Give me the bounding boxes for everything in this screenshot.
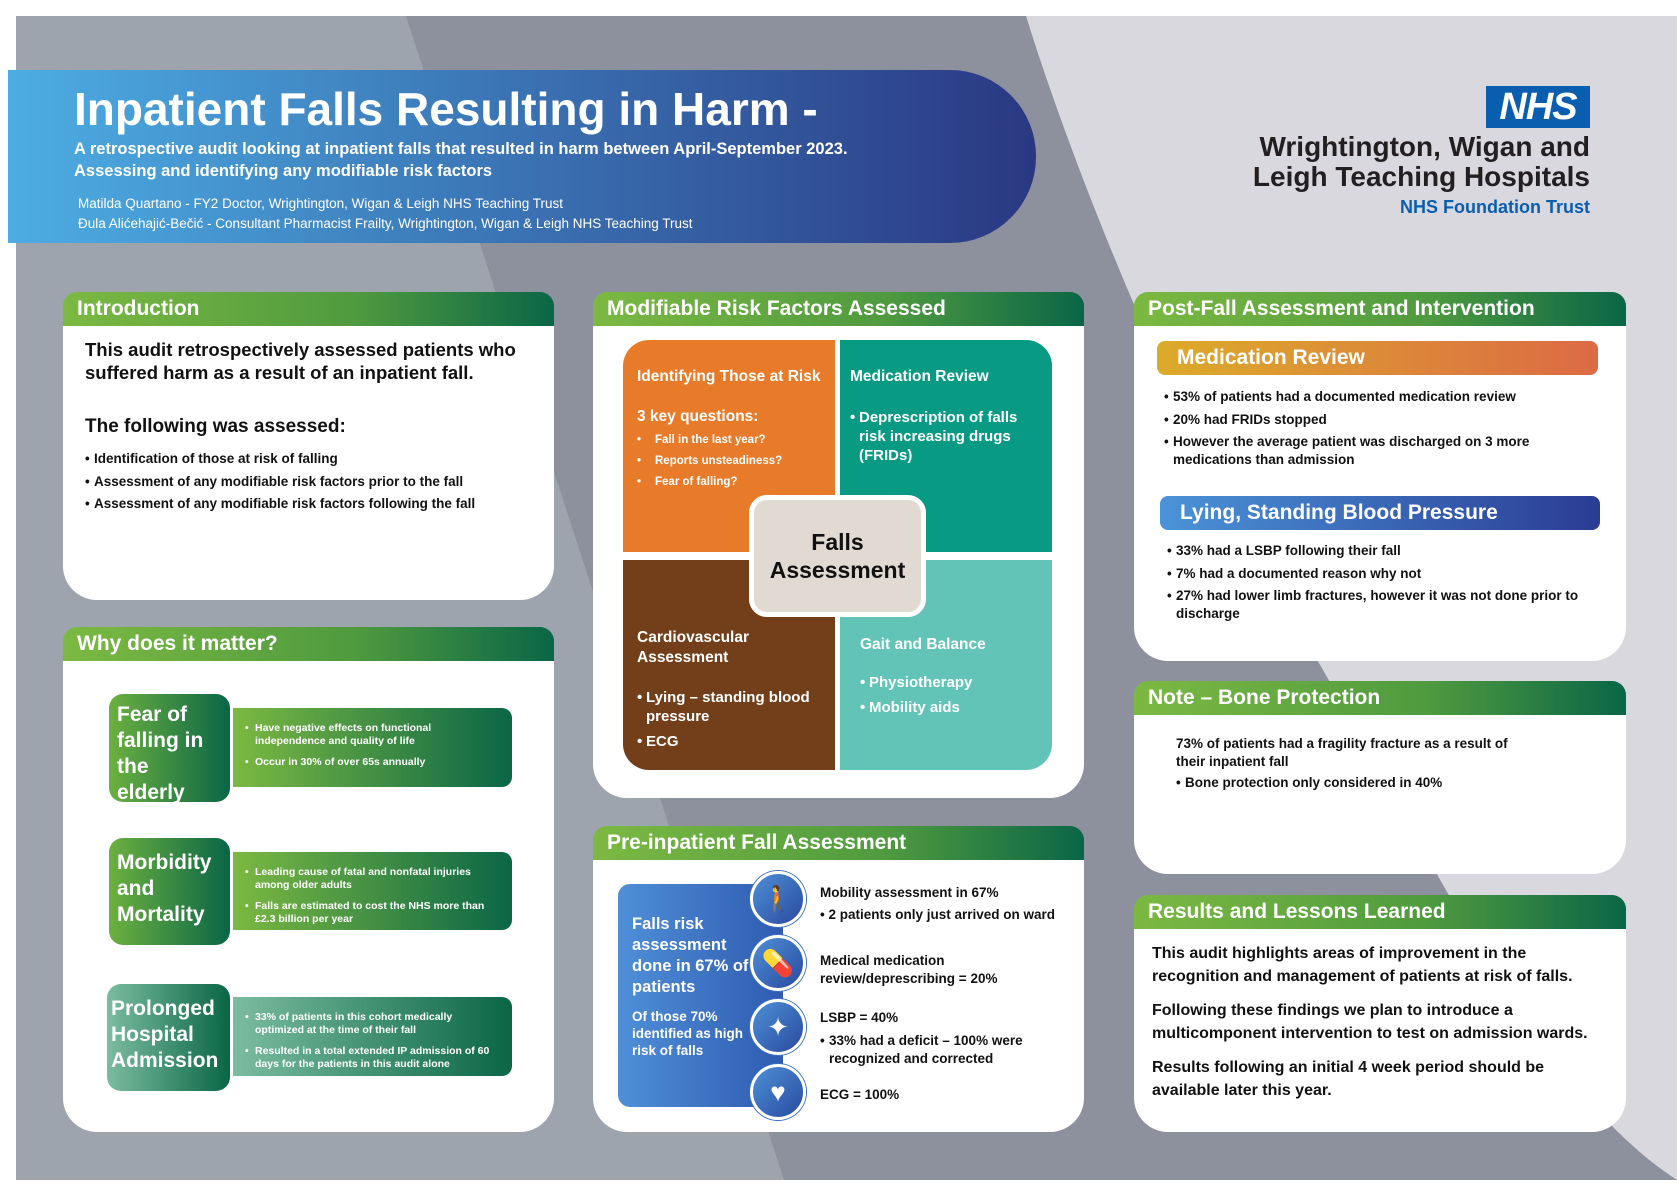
- list-item: Mobility aids: [860, 695, 1032, 720]
- medication-review-list: 53% of patients had a documented medicat…: [1164, 388, 1564, 468]
- list-item: ECG: [637, 732, 821, 751]
- medication-review-heading: Medication Review: [1157, 341, 1598, 375]
- assessed-list: Identification of those at risk of falli…: [85, 448, 475, 516]
- list-item: Lying – standing blood pressure: [637, 688, 821, 726]
- list-item: 33% had a LSBP following their fall: [1167, 542, 1587, 560]
- results-paragraph: Following these findings we plan to intr…: [1152, 1002, 1588, 1042]
- falls-risk-main: Falls risk assessment done in 67% of pat…: [632, 915, 749, 996]
- list-item: Assessment of any modifiable risk factor…: [85, 471, 475, 494]
- poster-title: Inpatient Falls Resulting in Harm -: [74, 83, 818, 135]
- medicine-bottle-icon: 💊: [750, 935, 806, 991]
- section-heading: Why does it matter?: [63, 627, 554, 661]
- pre-row: Medical medication review/deprescribing …: [820, 953, 998, 986]
- list-item: Leading cause of fatal and nonfatal inju…: [245, 866, 500, 892]
- list-item: Identification of those at risk of falli…: [85, 448, 475, 471]
- section-heading: Introduction: [63, 292, 554, 326]
- row-bullet: 33% had a deficit – 100% were recognized…: [820, 1032, 1080, 1068]
- quadrant-title: Identifying Those at Risk: [637, 368, 821, 385]
- list-item: 53% of patients had a documented medicat…: [1164, 388, 1564, 406]
- list-item: Deprescription of falls risk increasing …: [850, 408, 1042, 465]
- list-item: 33% of patients in this cohort medically…: [245, 1011, 500, 1037]
- bone-text: 73% of patients had a fragility fracture…: [1176, 736, 1508, 769]
- poster-subtitle: A retrospective audit looking at inpatie…: [74, 138, 848, 182]
- row-head: Mobility assessment in 67%: [820, 885, 999, 900]
- list-item: 7% had a documented reason why not: [1167, 565, 1587, 583]
- row-head: LSBP = 40%: [820, 1010, 899, 1025]
- row-bullet-text: 2 patients only just arrived on ward: [828, 907, 1056, 922]
- falls-assessment-center: Falls Assessment: [749, 495, 926, 617]
- section-heading: Pre-inpatient Fall Assessment: [593, 826, 1084, 860]
- list-item: 27% had lower limb fractures, however it…: [1167, 587, 1587, 622]
- section-heading: Results and Lessons Learned: [1134, 895, 1626, 929]
- list-item: Fall in the last year?: [637, 430, 821, 451]
- trust-line: Wrightington, Wigan and: [1259, 131, 1590, 162]
- list-item: Falls are estimated to cost the NHS more…: [245, 900, 500, 926]
- quadrant-title: Cardiovascular Assessment: [637, 629, 749, 666]
- list-item: Reports unsteadiness?: [637, 451, 821, 472]
- post-fall-panel: Post-Fall Assessment and Intervention Me…: [1134, 292, 1626, 661]
- list-item: Occur in 30% of over 65s annually: [245, 756, 500, 769]
- why-card-label: Prolonged Hospital Admission: [107, 984, 230, 1091]
- author: Matilda Quartano - FY2 Doctor, Wrighting…: [78, 196, 563, 211]
- author: Đula Alićehajić-Bečić - Consultant Pharm…: [78, 216, 693, 231]
- list-item: Bone protection only considered in 40%: [1176, 775, 1442, 790]
- results-panel: Results and Lessons Learned This audit h…: [1134, 895, 1626, 1132]
- list-item: 20% had FRIDs stopped: [1164, 411, 1564, 429]
- bone-list: Bone protection only considered in 40%: [1176, 775, 1442, 790]
- quadrant-title: Gait and Balance: [860, 636, 986, 653]
- section-heading: Note – Bone Protection: [1134, 681, 1626, 715]
- quadrant-subtitle: 3 key questions:: [637, 408, 759, 425]
- list-item: Physiotherapy: [860, 670, 1032, 695]
- subtitle-line: A retrospective audit looking at inpatie…: [74, 140, 848, 158]
- results-paragraph: This audit highlights areas of improveme…: [1152, 945, 1573, 985]
- results-paragraph: Results following an initial 4 week peri…: [1152, 1059, 1545, 1099]
- row-bullet: • 2 patients only just arrived on ward: [820, 907, 1056, 922]
- list-item: Assessment of any modifiable risk factor…: [85, 493, 475, 516]
- intro-lead: This audit retrospectively assessed pati…: [85, 339, 516, 383]
- authors: Matilda Quartano - FY2 Doctor, Wrighting…: [78, 194, 693, 234]
- lsbp-heading: Lying, Standing Blood Pressure: [1160, 496, 1600, 530]
- walking-person-icon: 🚶: [750, 871, 806, 927]
- quadrant-title: Medication Review: [850, 368, 989, 385]
- dizziness-stars-icon: ✦: [750, 999, 806, 1055]
- list-item: Have negative effects on functional inde…: [245, 722, 500, 748]
- results-text: This audit highlights areas of improveme…: [1152, 943, 1602, 1102]
- pre-row: Mobility assessment in 67% • 2 patients o…: [820, 882, 1080, 926]
- list-item: Resulted in a total extended IP admissio…: [245, 1045, 500, 1071]
- introduction-panel: Introduction This audit retrospectively …: [63, 292, 554, 600]
- heart-icon: ♥: [750, 1064, 806, 1120]
- why-card-points: 33% of patients in this cohort medically…: [233, 997, 512, 1076]
- lsbp-list: 33% had a LSBP following their fall 7% h…: [1167, 542, 1587, 622]
- why-card-points: Have negative effects on functional inde…: [233, 708, 512, 787]
- pre-row: LSBP = 40% 33% had a deficit – 100% were …: [820, 1009, 1080, 1068]
- foundation-trust: NHS Foundation Trust: [1400, 197, 1590, 217]
- nhs-logo: NHS: [1486, 86, 1590, 128]
- why-card-points: Leading cause of fatal and nonfatal inju…: [233, 852, 512, 930]
- section-heading: Post-Fall Assessment and Intervention: [1134, 292, 1626, 326]
- why-card-label: Morbidity and Mortality: [109, 838, 230, 945]
- subtitle-line: Assessing and identifying any modifiable…: [74, 162, 493, 180]
- trust-line: Leigh Teaching Hospitals: [1252, 161, 1590, 192]
- falls-risk-box: Falls risk assessment done in 67% of pat…: [618, 884, 783, 1107]
- section-heading: Modifiable Risk Factors Assessed: [593, 292, 1084, 326]
- assessed-heading: The following was assessed:: [85, 416, 346, 437]
- title-banner: Inpatient Falls Resulting in Harm - A re…: [8, 70, 1036, 243]
- list-item: Fear of falling?: [637, 472, 821, 493]
- why-card-label: Fear of falling in the elderly: [109, 694, 230, 804]
- bone-protection-panel: Note – Bone Protection 73% of patients h…: [1134, 681, 1626, 874]
- falls-risk-sub: Of those 70% identified as high risk of …: [632, 1009, 744, 1058]
- list-item: However the average patient was discharg…: [1164, 433, 1564, 468]
- pre-row: ECG = 100%: [820, 1087, 900, 1102]
- gait-quadrant: Gait and Balance PhysiotherapyMobility a…: [840, 560, 1052, 770]
